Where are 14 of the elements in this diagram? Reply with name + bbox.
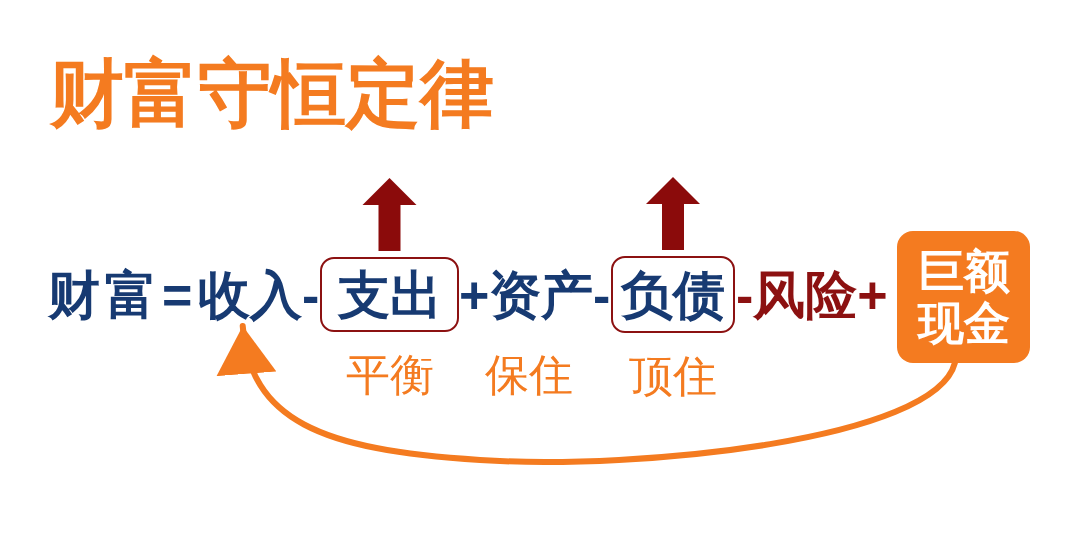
caption-text: 顶住	[628, 351, 718, 401]
term-box: 支出	[320, 257, 459, 332]
formula-text: -	[593, 265, 611, 326]
formula-text: 财富=	[48, 265, 198, 326]
callout-box: 巨额现金	[897, 231, 1030, 363]
term-box: 负债	[611, 256, 735, 333]
caption-text: 平衡	[344, 350, 435, 400]
title-text: 财富守恒定律	[50, 54, 494, 134]
caption-text: 保住	[485, 350, 573, 400]
formula-text: +资产	[459, 265, 594, 326]
formula-text: -	[302, 265, 320, 326]
curved-arrow	[219, 323, 958, 465]
formula-term: 收入	[198, 264, 302, 326]
formula-text: -风险+	[736, 265, 888, 326]
